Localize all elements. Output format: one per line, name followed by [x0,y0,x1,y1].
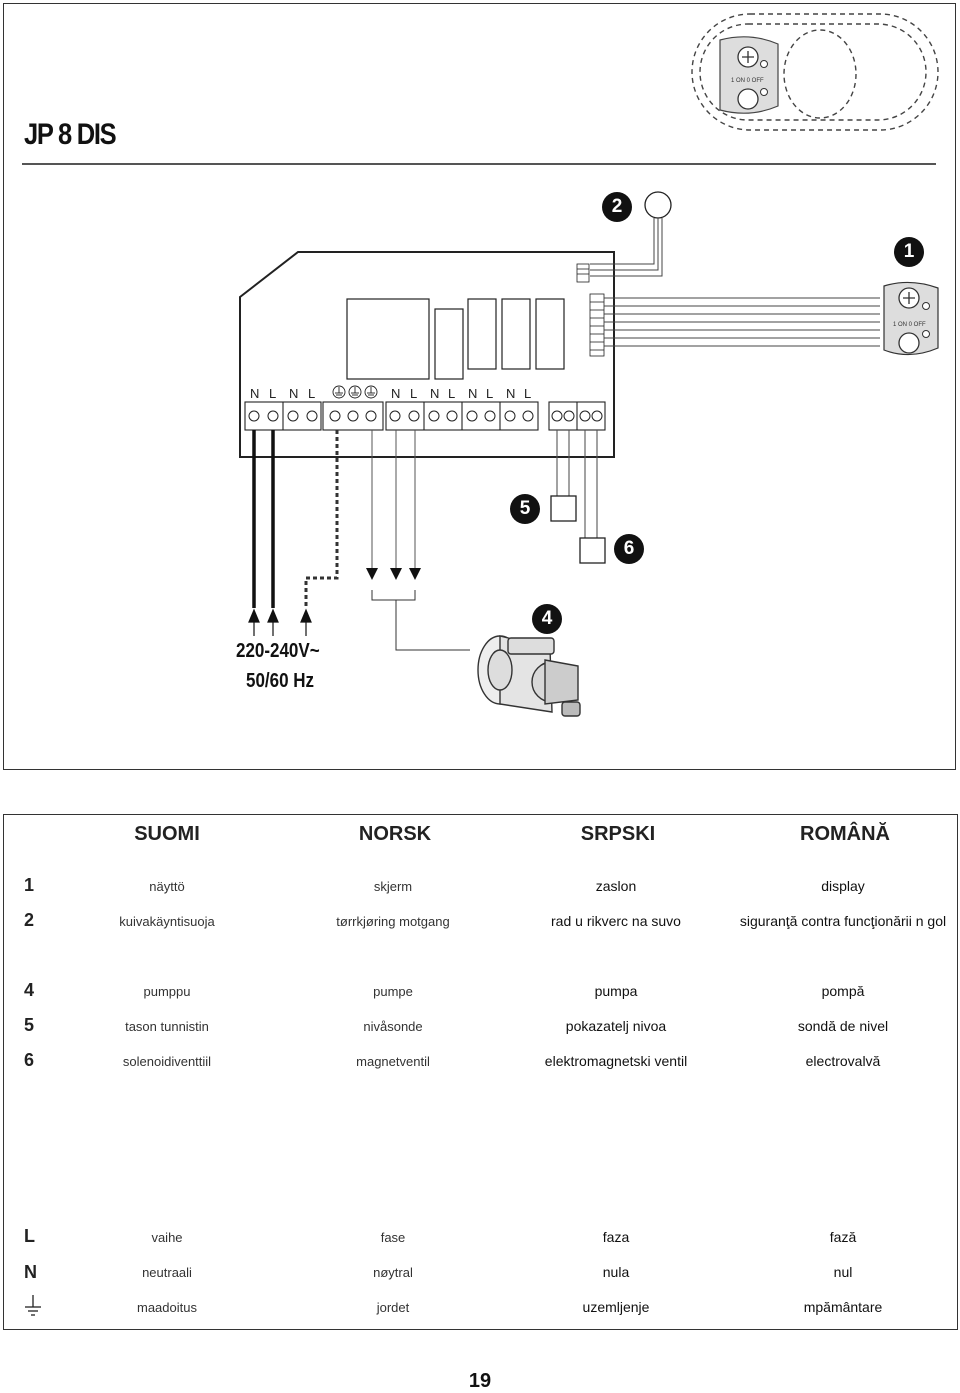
supply-wires [252,430,275,608]
legend-cell: display [821,878,865,894]
earth-wire [304,430,339,608]
row-key: 2 [24,910,35,930]
page-number: 19 [468,1370,492,1392]
display-cable [604,297,880,347]
legend-cell: siguranţă contra funcţionării n gol [739,913,947,929]
callout-1: 1 [894,237,924,267]
pump-drawing [477,635,581,717]
display-window [346,298,430,380]
terminal-label: L [308,386,316,401]
legend-cell: mpământare [803,1299,883,1315]
legend-cell: neutraali [142,1265,192,1280]
pump-bracket [371,590,470,651]
terminal-label: L [524,386,532,401]
legend-cell: pumppu [143,984,191,999]
terminal-label: N [250,386,260,401]
level-probe [550,495,577,522]
solenoid-valve [579,537,606,564]
legend-cell: elektromagnetski ventil [544,1053,688,1069]
relay-2 [501,298,531,370]
terminal-label: L [410,386,418,401]
legend-cell: nøytral [373,1265,413,1280]
pump-arrows [366,568,421,580]
legend-cell: nivåsonde [363,1019,423,1034]
callout-4: 4 [532,604,562,634]
dry-run-sensor [644,191,672,219]
column-header-norsk: NORSK [358,823,432,845]
terminal-label: L [486,386,494,401]
terminal-label: L [448,386,456,401]
relay-1 [467,298,497,370]
legend-cell: sondă de nivel [797,1018,889,1034]
diagram-frame [3,3,956,770]
legend-cell: näyttö [149,879,185,894]
cover-outline [691,13,939,131]
terminal-label: L [269,386,277,401]
ground-symbols [332,385,378,399]
legend-cell: tason tunnistin [125,1019,209,1034]
legend-cell: vaihe [151,1230,183,1245]
supply-arrows [248,608,312,636]
terminal-label: N [430,386,440,401]
title-rule [22,163,936,165]
legend-cell: uzemljenje [582,1299,650,1315]
dry-run-wires [590,218,663,277]
legend-cell: pompă [821,983,865,999]
pump-wires [371,430,416,568]
sensor-wires [556,430,598,538]
row-key: L [24,1226,35,1246]
terminal-label: N [506,386,516,401]
legend-cell: pumpa [594,983,638,999]
small-connector [576,263,590,283]
legend-cell: zaslon [595,878,637,894]
legend-cell: pokazatelj nivoa [565,1018,667,1034]
terminal-label: N [391,386,401,401]
display-switch-text: 1 ON 0 OFF [893,322,926,328]
legend-cell: kuivakäyntisuoja [119,914,215,929]
relay-3 [535,298,565,370]
column-header-suomi: SUOMI [134,823,200,845]
wiring-diagram [239,13,939,717]
legend-cell: maadoitus [137,1300,197,1315]
terminal-label: N [468,386,478,401]
ground-symbol-icon [25,1295,41,1316]
controller-box [239,251,615,458]
supply-frequency: 50/60 Hz [246,670,315,692]
pin-header [589,293,605,357]
legend-cell: magnetventil [356,1054,430,1069]
legend-cell: jordet [376,1300,410,1315]
row-key: 1 [24,875,35,895]
legend-cell: nula [602,1264,630,1280]
callout-5: 5 [510,494,540,524]
row-key: 4 [24,980,35,1000]
terminal-label: N [289,386,299,401]
callout-2: 2 [602,192,632,222]
legend-cell: rad u rikverc na suvo [551,913,681,929]
column-header-srpski: SRPSKI [580,823,656,845]
page-title: JP 8 DIS [24,118,117,151]
terminal-block [244,401,606,431]
callout-6: 6 [614,534,644,564]
legend-cell: skjerm [373,879,413,894]
supply-voltage: 220-240V~ [236,640,320,662]
terminal-screws [248,410,603,422]
cover-display-panel [719,36,779,114]
legend-table [3,814,958,1330]
legend-cell: fază [829,1229,857,1245]
legend-cell: solenoidiventtiil [122,1054,212,1069]
column-header-romana: ROMÂNĂ [800,823,890,845]
row-key: 6 [24,1050,35,1070]
row-key: N [24,1262,37,1282]
legend-cell: electrovalvă [805,1053,881,1069]
legend-cell: nul [833,1264,853,1280]
display-unit [883,281,939,356]
legend-cell: tørrkjøring motgang [336,914,450,929]
cover-switch-text: 1 ON 0 OFF [731,78,764,84]
legend-cell: faza [602,1229,630,1245]
legend-cell: pumpe [373,984,413,999]
legend-cell: fase [380,1230,406,1245]
row-key: 5 [24,1015,35,1035]
